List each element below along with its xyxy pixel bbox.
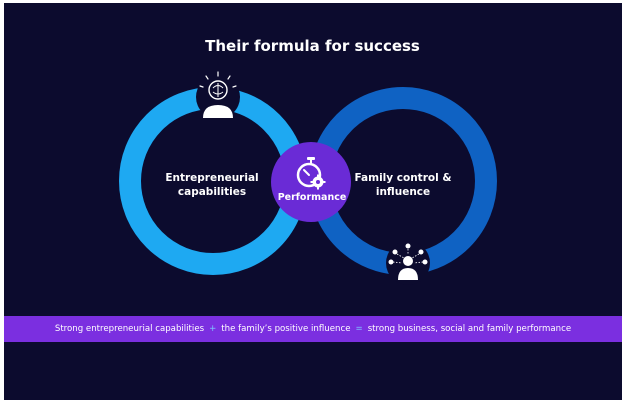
formula-equals-operator: = [355, 324, 363, 334]
left-ring-label-line1: Entrepreneurial [165, 172, 259, 184]
performance-badge [271, 142, 351, 222]
formula-part-2: the family’s positive influence [221, 324, 351, 334]
right-ring-label-line1: Family control & [354, 172, 452, 184]
left-ring-label-line2: capabilities [177, 186, 247, 198]
lightbulb-brain-icon [196, 71, 240, 119]
stopwatch-gear-icon [296, 157, 326, 190]
performance-label: Performance [277, 192, 347, 203]
formula-part-1: Strong entrepreneurial capabilities [54, 324, 205, 334]
right-ring-label-line2: influence [375, 186, 431, 198]
left-ring-label: Entrepreneurial capabilities [157, 171, 267, 199]
formula-part-3: strong business, social and family perfo… [367, 324, 572, 334]
family-network-icon [386, 241, 430, 285]
formula-band: Strong entrepreneurial capabilities + th… [4, 316, 622, 342]
formula-plus-operator: + [209, 324, 217, 334]
right-ring-label: Family control & influence [348, 171, 458, 199]
diagram-title: Their formula for success [205, 37, 420, 55]
